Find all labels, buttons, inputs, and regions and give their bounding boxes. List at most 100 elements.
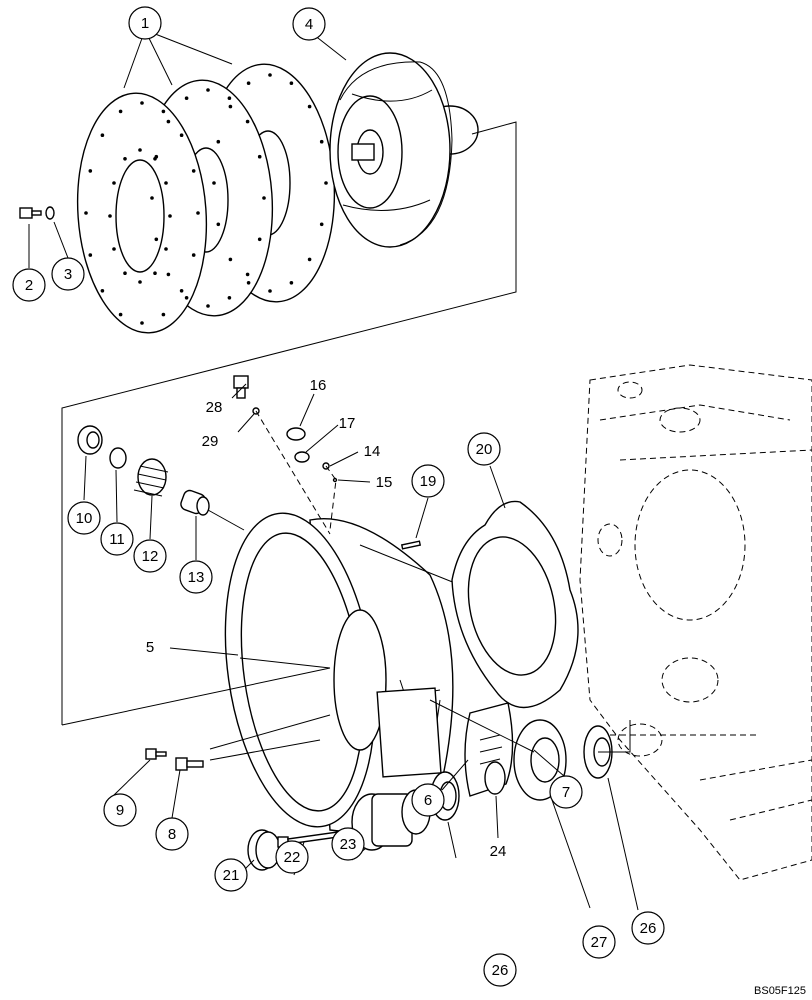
bolt-hole <box>257 154 262 159</box>
bolt-hole <box>324 181 328 185</box>
callout-label: 24 <box>490 843 507 860</box>
screw-part-9 <box>145 748 167 760</box>
bolt-part-2 <box>19 207 42 219</box>
assembly-group-outline <box>61 121 631 753</box>
callout-label: 20 <box>476 441 493 458</box>
bolt-hole <box>161 109 166 114</box>
bolt-hole <box>166 272 171 277</box>
bolt-hole <box>196 211 200 215</box>
callout-17: 17 <box>339 415 356 432</box>
gasket <box>451 500 579 709</box>
bolt-hole <box>212 181 216 185</box>
bolt-hole <box>179 133 184 137</box>
callout-13: 13 <box>179 560 213 594</box>
bolt-hole <box>164 181 168 185</box>
callout-label: 16 <box>310 377 327 394</box>
pin-part-19 <box>400 540 422 550</box>
bolt-hole <box>164 247 168 251</box>
spring-part-12 <box>133 458 169 497</box>
bolt-hole <box>245 272 250 277</box>
bolt-hole <box>184 96 189 100</box>
callout-3: 3 <box>51 257 85 291</box>
callout-label: 6 <box>424 792 432 809</box>
spacer-part-24 <box>484 761 506 795</box>
bolt-hole <box>206 88 210 92</box>
plug-part-16 <box>286 427 306 441</box>
callout-20: 20 <box>467 432 501 466</box>
callout-26-left: 26 <box>483 953 517 987</box>
callout-24: 24 <box>490 843 507 860</box>
bolt-hole <box>88 253 93 257</box>
bolt-hole <box>138 148 142 152</box>
callout-label: 22 <box>284 849 301 866</box>
callout-22: 22 <box>275 840 309 874</box>
fitting-part-28 <box>233 375 249 399</box>
bolt-hole <box>289 281 294 285</box>
o-ring-part-11 <box>109 447 127 469</box>
plug-part-21 <box>247 829 281 871</box>
torque-converter <box>329 52 479 248</box>
bolt-hole <box>246 281 251 285</box>
callout-16: 16 <box>310 377 327 394</box>
callout-10: 10 <box>67 501 101 535</box>
callout-label: 17 <box>339 415 356 432</box>
bolt-hole <box>118 109 123 114</box>
bolt-hole <box>118 312 123 317</box>
bolt-hole <box>307 257 312 262</box>
callout-29: 29 <box>202 433 219 450</box>
bolt-hole <box>216 139 221 144</box>
callout-label: 29 <box>202 433 219 450</box>
flex-plate-front <box>76 92 208 334</box>
bolt-hole <box>216 222 221 227</box>
bolt-hole <box>268 289 272 293</box>
callout-label: 9 <box>116 802 124 819</box>
callout-27: 27 <box>582 925 616 959</box>
bolt-hole <box>123 157 127 161</box>
bolt-hole <box>206 304 210 308</box>
bolt-hole <box>228 104 233 109</box>
callout-label: 3 <box>64 266 72 283</box>
bolt-hole <box>319 222 324 227</box>
callout-label: 4 <box>305 16 313 33</box>
washer-part-3 <box>45 206 55 220</box>
callout-label: 2 <box>25 277 33 294</box>
callout-15: 15 <box>376 474 393 491</box>
valve-part-13 <box>180 489 210 516</box>
bolt-hole <box>138 280 142 284</box>
bolt-hole <box>228 257 233 262</box>
callout-21: 21 <box>214 858 248 892</box>
bolt-hole <box>289 81 294 85</box>
callout-26-right: 26 <box>631 911 665 945</box>
o-ring-part-17 <box>294 451 310 463</box>
callout-label: 12 <box>142 548 159 565</box>
engine-block <box>579 364 812 881</box>
bolt-hole <box>100 289 105 293</box>
callout-label: 28 <box>206 399 223 416</box>
bolt-hole <box>123 271 127 276</box>
callout-label: 5 <box>146 639 154 656</box>
callout-12: 12 <box>133 539 167 573</box>
bolt-hole <box>140 101 144 105</box>
callout-1: 1 <box>128 6 162 40</box>
bolt-hole <box>108 214 112 218</box>
callout-4: 4 <box>292 7 326 41</box>
bolt-hole <box>150 196 154 200</box>
callout-label: 26 <box>492 962 509 979</box>
callout-label: 13 <box>188 569 205 586</box>
callout-11: 11 <box>100 522 134 556</box>
bolt-hole <box>179 289 184 293</box>
bolt-hole <box>140 321 144 325</box>
callout-9: 9 <box>103 793 137 827</box>
callout-label: 10 <box>76 510 93 527</box>
callout-8: 8 <box>155 817 189 851</box>
bolt-hole <box>161 312 166 317</box>
callout-28: 28 <box>206 399 223 416</box>
bolt-hole <box>153 157 157 161</box>
bolt-hole <box>246 81 251 85</box>
callout-23: 23 <box>331 827 365 861</box>
bolt-hole <box>191 169 196 173</box>
callout-label: 23 <box>340 836 357 853</box>
bolt-hole <box>245 119 250 124</box>
callout-label: 11 <box>109 531 125 548</box>
